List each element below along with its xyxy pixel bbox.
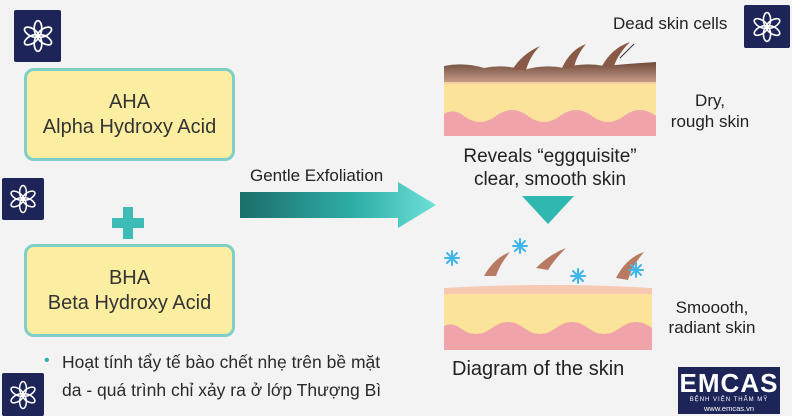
reveals-label: Reveals “eggquisite” clear, smooth skin bbox=[430, 145, 670, 191]
bha-fullname: Beta Hydroxy Acid bbox=[47, 291, 212, 314]
dead-cell-flake bbox=[602, 42, 630, 66]
sparkle-icon bbox=[628, 262, 644, 278]
sparkle-icon bbox=[570, 268, 586, 284]
reveals-label-line1: Reveals “eggquisite” bbox=[463, 146, 637, 167]
bullet-dot: • bbox=[44, 352, 50, 369]
emcas-brand-logo: EMCAS BỆNH VIỆN THẨM MỸ www.emcas.vn bbox=[678, 367, 780, 414]
dead-cell-flake bbox=[512, 46, 540, 70]
emcas-logo-tile-bottom-left bbox=[2, 373, 44, 416]
bha-title: BHA bbox=[108, 266, 151, 289]
flower-logo-icon bbox=[753, 11, 781, 42]
emcas-logo-tile-top-right bbox=[744, 5, 790, 48]
aha-fullname: Alpha Hydroxy Acid bbox=[42, 115, 217, 138]
emcas-logo-tile-top-left bbox=[14, 10, 61, 62]
sparkle-icon bbox=[444, 250, 460, 266]
dead-cells-label: Dead skin cells bbox=[613, 14, 728, 33]
flower-logo-icon bbox=[23, 19, 52, 53]
exfoliated-flake bbox=[536, 248, 566, 270]
diagram-caption: Diagram of the skin bbox=[452, 358, 625, 380]
emcas-logo-tile-mid-left bbox=[2, 178, 44, 220]
brand-subtitle: BỆNH VIỆN THẨM MỸ bbox=[689, 397, 769, 403]
plus-icon bbox=[112, 207, 144, 239]
dry-skin-label: Dry, rough skin bbox=[660, 90, 760, 132]
dry-skin-label-line2: rough skin bbox=[670, 112, 750, 131]
bullet-line-1: Hoạt tính tẩy tế bào chết nhẹ trên bề mặ… bbox=[62, 352, 381, 372]
sparkle-icon bbox=[512, 238, 528, 254]
flower-logo-icon bbox=[10, 380, 36, 409]
smooth-skin-label: Smoooth, radiant skin bbox=[660, 298, 764, 338]
dry-skin-label-line1: Dry, bbox=[695, 91, 725, 110]
aha-box: AHA Alpha Hydroxy Acid bbox=[24, 68, 235, 161]
brand-website: www.emcas.vn bbox=[703, 404, 754, 413]
aha-title: AHA bbox=[108, 90, 151, 113]
arrow-label: Gentle Exfoliation bbox=[250, 166, 384, 185]
brand-name: EMCAS bbox=[679, 368, 779, 398]
dead-cell-flake bbox=[562, 44, 586, 68]
rough-skin-diagram bbox=[444, 42, 656, 136]
exfoliated-flake bbox=[484, 252, 510, 276]
smooth-skin-diagram bbox=[444, 238, 652, 350]
flower-logo-icon bbox=[10, 184, 36, 214]
bullet-line-2: da - quá trình chỉ xảy ra ở lớp Thượng B… bbox=[62, 380, 382, 400]
right-arrow-icon bbox=[240, 182, 436, 228]
exfoliated-flake bbox=[616, 252, 644, 280]
smooth-skin-label-line1: Smoooth, bbox=[675, 298, 749, 317]
down-triangle-icon bbox=[522, 196, 574, 224]
reveals-label-line2: clear, smooth skin bbox=[473, 169, 627, 190]
bha-box: BHA Beta Hydroxy Acid bbox=[24, 244, 235, 337]
smooth-skin-label-line2: radiant skin bbox=[668, 318, 756, 337]
